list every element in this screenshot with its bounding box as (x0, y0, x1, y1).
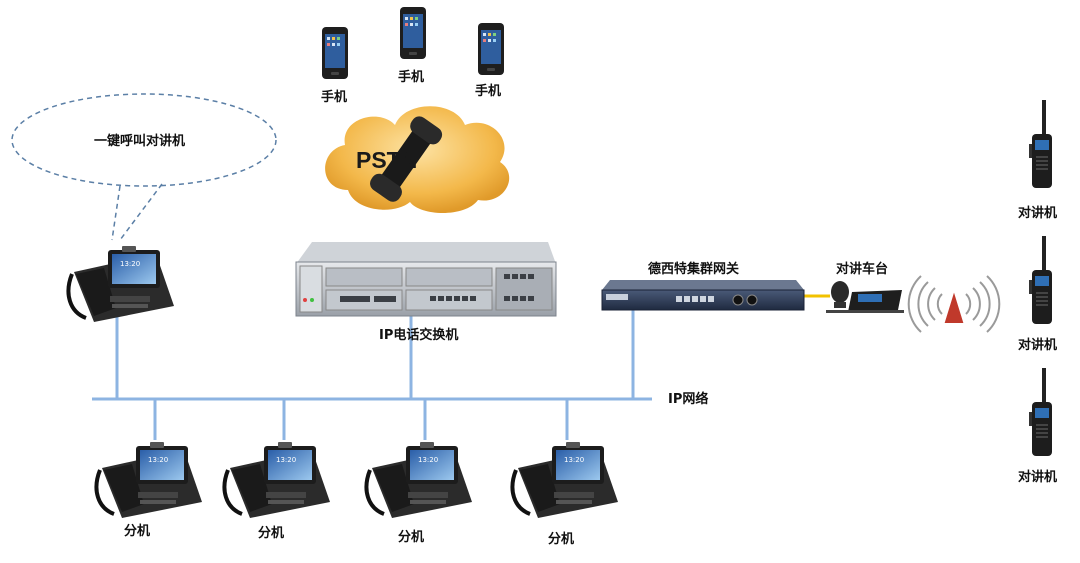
pstn-label: PSTN (356, 147, 417, 173)
mobile-phone-icon-3 (478, 23, 504, 75)
pstn-cloud (325, 106, 510, 213)
extension-phone-icon-2 (222, 440, 332, 520)
one-key-desk-phone-icon (66, 244, 176, 324)
extension-phone-icon-3 (364, 440, 474, 520)
mobile-phone-icon-1 (322, 27, 348, 79)
mobile-label-3: 手机 (475, 84, 502, 99)
walkie-talkie-icon-1 (1029, 100, 1052, 188)
extension-label-3: 分机 (398, 530, 425, 545)
radio-signal-icon (907, 275, 1001, 333)
extension-label-1: 分机 (124, 524, 151, 539)
walkie-talkie-icon-3 (1029, 368, 1052, 456)
trunk-gateway-icon (601, 280, 805, 311)
base-station-label: 对讲车台 (836, 262, 889, 277)
walkie-talkie-icon-2 (1029, 236, 1052, 324)
trunk-gateway-label: 德西特集群网关 (648, 262, 740, 277)
extension-phone-icon-4 (510, 440, 620, 520)
walkie-label-1: 对讲机 (1018, 206, 1058, 221)
telephone-handset-icon (370, 116, 443, 202)
ip-pbx-label: IP电话交换机 (379, 328, 459, 343)
ip-network-label: IP网络 (668, 392, 709, 407)
walkie-label-2: 对讲机 (1018, 338, 1058, 353)
extension-label-2: 分机 (258, 526, 285, 541)
mobile-phone-icon-2 (400, 7, 426, 59)
ip-pbx-chassis-icon (295, 242, 557, 317)
ip-network-lines (92, 310, 652, 440)
extension-phone-icon-1 (94, 440, 204, 520)
mobile-label-1: 手机 (321, 90, 348, 105)
mobile-label-2: 手机 (398, 70, 425, 85)
speech-bubble (11, 93, 277, 241)
walkie-label-3: 对讲机 (1018, 470, 1058, 485)
extension-label-4: 分机 (548, 532, 575, 547)
base-station-radio-icon (826, 281, 904, 313)
one-key-call-label: 一键呼叫对讲机 (94, 134, 186, 149)
